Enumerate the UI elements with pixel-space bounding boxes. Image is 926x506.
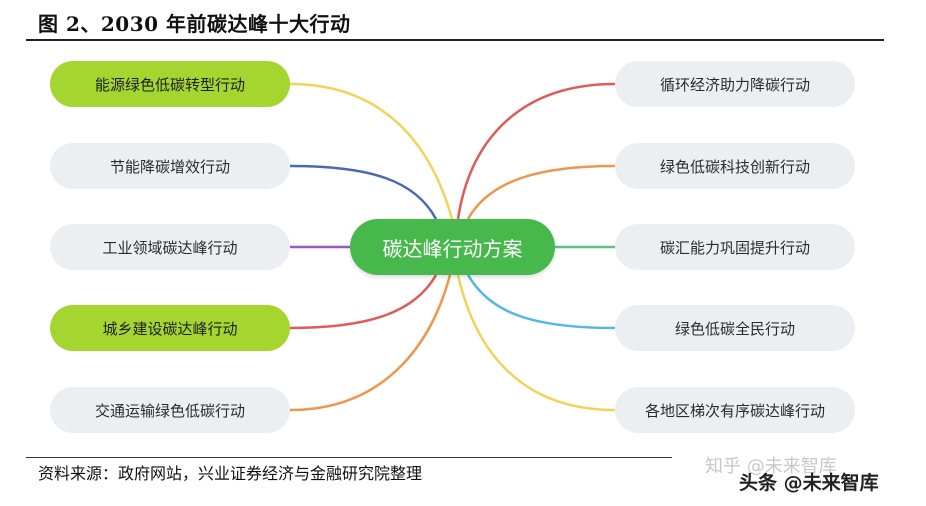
connector-left-1: [289, 82, 454, 220]
connector-right-2: [466, 164, 616, 220]
watermark-zhihu: 知乎 @未来智库: [705, 456, 837, 477]
connector-right-5: [456, 274, 616, 412]
center-node-label: 碳达峰行动方案: [382, 236, 523, 261]
node-left-4-label: 城乡建设碳达峰行动: [102, 319, 238, 338]
title-divider: [26, 39, 884, 41]
node-left-2: 节能降碳增效行动: [50, 143, 290, 189]
node-right-2-label: 绿色低碳科技创新行动: [659, 157, 810, 176]
node-left-5-label: 交通运输绿色低碳行动: [94, 401, 245, 420]
node-right-4-label: 绿色低碳全民行动: [674, 319, 795, 338]
node-right-3: 碳汇能力巩固提升行动: [615, 224, 855, 270]
connector-right-1: [456, 82, 616, 220]
node-right-5: 各地区梯次有序碳达峰行动: [615, 387, 855, 433]
node-left-4: 城乡建设碳达峰行动: [50, 305, 290, 351]
node-right-1-label: 循环经济助力降碳行动: [659, 75, 810, 94]
footer-divider: [26, 457, 672, 458]
source-note: 资料来源：政府网站，兴业证券经济与金融研究院整理: [38, 464, 423, 483]
node-left-2-label: 节能降碳增效行动: [109, 157, 230, 176]
center-node: 碳达峰行动方案: [350, 219, 555, 275]
node-right-4: 绿色低碳全民行动: [615, 305, 855, 351]
node-left-1-label: 能源绿色低碳转型行动: [94, 75, 245, 94]
node-right-3-label: 碳汇能力巩固提升行动: [659, 238, 810, 257]
node-right-5-label: 各地区梯次有序碳达峰行动: [644, 401, 825, 420]
figure-title: 图 2、2030 年前碳达峰十大行动: [38, 12, 351, 36]
connector-left-5: [289, 274, 452, 412]
node-right-2: 绿色低碳科技创新行动: [615, 143, 855, 189]
node-left-3-label: 工业领域碳达峰行动: [102, 238, 238, 257]
connector-right-4: [466, 274, 616, 330]
node-left-3: 工业领域碳达峰行动: [50, 224, 290, 270]
node-right-1: 循环经济助力降碳行动: [615, 61, 855, 107]
connector-left-4: [289, 274, 438, 330]
node-left-5: 交通运输绿色低碳行动: [50, 387, 290, 433]
node-left-1: 能源绿色低碳转型行动: [50, 61, 290, 107]
watermark-toutiao: 头条 @未来智库: [739, 472, 879, 494]
connector-left-2: [289, 164, 438, 220]
